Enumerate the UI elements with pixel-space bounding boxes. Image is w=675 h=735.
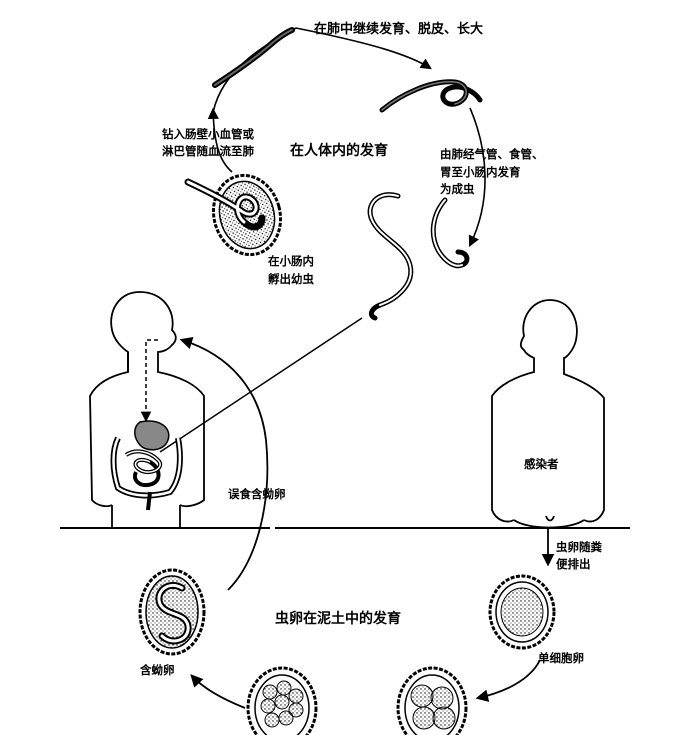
hatching-egg [184, 173, 283, 257]
label-single-cell-egg: 单细胞卵 [538, 651, 584, 665]
label-bore-line1: 钻入肠壁小血管或 [162, 127, 254, 141]
human-figure-right [491, 299, 605, 529]
adult-worm-left [367, 192, 414, 321]
adult-worm-right [430, 197, 470, 269]
label-infected: 感染者 [524, 457, 559, 471]
label-larva-egg: 含蚴卵 [140, 663, 175, 677]
label-lung-to-intestine-line2: 胃至小肠内发育 [440, 165, 521, 179]
label-ingest: 误食含蚴卵 [228, 487, 286, 501]
label-soil-development: 虫卵在泥土中的发育 [275, 611, 401, 627]
single-cell-egg [488, 574, 556, 650]
arrow-lung-to-molt [295, 27, 432, 70]
label-lung-to-intestine-line1: 由肺经气管、食管、 [440, 147, 544, 161]
label-lung-to-intestine-line3: 为成虫 [440, 182, 475, 196]
multi-cell-egg-small [246, 666, 318, 735]
arrow-ingest [179, 336, 269, 591]
label-excrete-line1: 虫卵随粪 [556, 540, 602, 554]
larva-worm-top [212, 27, 295, 88]
larva-egg [138, 568, 206, 656]
label-bore-line2: 淋巴管随血流至肺 [162, 144, 254, 158]
larva-worm-coiled [379, 79, 483, 113]
multi-cell-egg-large [396, 666, 468, 735]
label-excrete-line2: 便排出 [556, 557, 591, 571]
label-lung-development: 在肺中继续发育、脱皮、长大 [314, 22, 484, 37]
arrow-bore-to-lung [211, 27, 297, 119]
arrow-multi-to-larva [190, 674, 246, 709]
label-hatch-line2: 孵出幼虫 [268, 272, 314, 286]
pointer-line [159, 317, 363, 453]
swallow-path [140, 339, 158, 423]
arrow-hatch-to-bore [207, 107, 233, 173]
human-figure-left [89, 291, 205, 528]
digestive-tract [110, 420, 183, 511]
label-hatch-line1: 在小肠内 [268, 254, 314, 268]
label-human-development: 在人体内的发育 [290, 143, 388, 159]
arrow-molt-to-intestine [468, 107, 486, 248]
arrow-single-to-multi [475, 659, 541, 702]
